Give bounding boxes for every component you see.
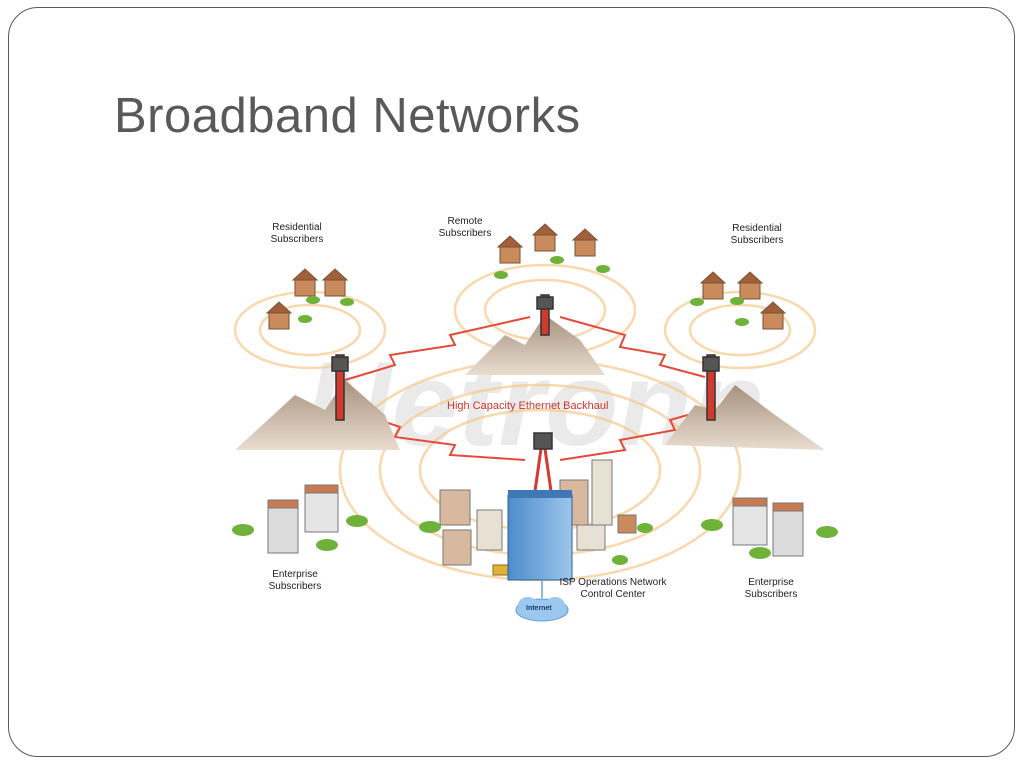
- isp-hq-building-icon: [507, 490, 573, 581]
- tree-icons: [232, 256, 838, 565]
- label-isp-center: ISP Operations Network Control Center: [559, 577, 667, 600]
- enterprise-building-icons: [267, 484, 804, 557]
- label-residential-left: Residential Subscribers: [270, 222, 324, 245]
- label-residential-right: Residential Subscribers: [730, 223, 784, 246]
- label-internet: Internet: [526, 605, 552, 612]
- mountains: [235, 315, 825, 450]
- label-enterprise-left: Enterprise Subscribers: [268, 569, 322, 592]
- cell-tower-icon: [331, 294, 720, 507]
- label-remote: Remote Subscribers: [438, 216, 492, 239]
- house-icons: [265, 223, 787, 330]
- label-enterprise-right: Enterprise Subscribers: [744, 577, 798, 600]
- slide-title: Broadband Networks: [114, 89, 581, 143]
- backhaul-links: [344, 316, 706, 461]
- city-buildings: [439, 459, 637, 576]
- network-diagram: Netronn: [225, 205, 845, 630]
- internet-cloud-icon: [515, 580, 569, 622]
- label-backhaul: High Capacity Ethernet Backhaul: [447, 400, 609, 412]
- slide-frame: [8, 7, 1015, 757]
